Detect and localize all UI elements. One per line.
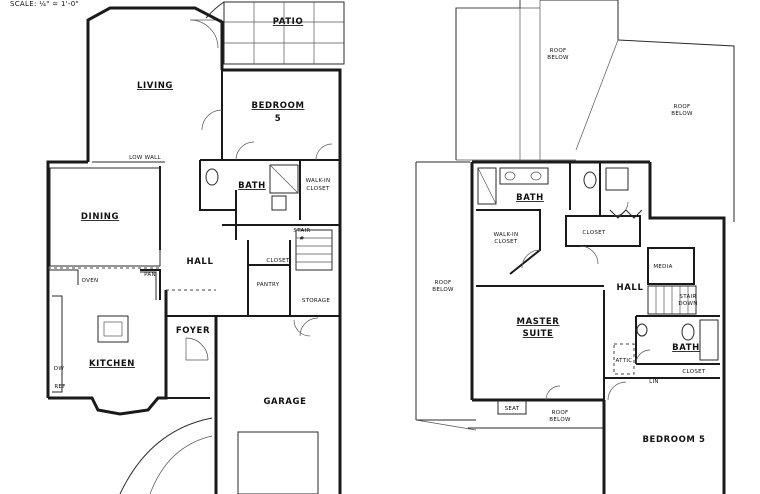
stair-number: # — [300, 236, 305, 242]
scale-note: SCALE: ¼" = 1'-0" — [10, 0, 79, 8]
roof-below-left-1: ROOF — [435, 280, 452, 286]
low-wall-label: LOW WALL — [129, 155, 161, 161]
patio-label: PATIO — [273, 17, 304, 27]
bedroom-number: 5 — [275, 114, 282, 124]
walk-in-closet-label-2: CLOSET — [306, 186, 330, 192]
roof-below-right-1: ROOF — [674, 104, 691, 110]
walk-in-label-2: CLOSET — [494, 239, 518, 245]
master-label: MASTER — [517, 317, 560, 327]
closet-label-3: CLOSET — [682, 369, 706, 375]
sink-icon — [271, 195, 287, 211]
patio-area — [192, 1, 345, 65]
roof-below-bottom-1: ROOF — [552, 410, 569, 416]
closet-label: CLOSET — [266, 258, 290, 264]
attic-label: ATTIC — [616, 358, 633, 364]
bath-label: BATH — [238, 181, 266, 191]
lin-label: LIN — [649, 379, 659, 385]
kitchen-island — [97, 315, 129, 343]
media-label: MEDIA — [653, 264, 672, 270]
stair-label: STAIR — [293, 228, 310, 234]
oven-label: OVEN — [82, 278, 99, 284]
vanity-icon — [499, 167, 549, 185]
shower-icon-2 — [605, 167, 629, 191]
pantry-label: PANTRY — [257, 282, 280, 288]
roof-below-top-2: BELOW — [547, 55, 569, 61]
dw-label: DW — [54, 366, 65, 372]
garage-car-space — [237, 431, 319, 494]
storage-label: STORAGE — [302, 298, 331, 304]
closet-label-2: CLOSET — [582, 230, 606, 236]
bath-label-3: BATH — [672, 343, 700, 353]
roof-below-right-2: BELOW — [671, 111, 693, 117]
garage-label: GARAGE — [263, 397, 306, 407]
hall-label-2: HALL — [617, 283, 644, 293]
second-floor-plan: ROOF BELOW ROOF BELOW ROOF BELOW ROOF BE… — [415, 0, 735, 494]
seat-label: SEAT — [505, 406, 520, 412]
first-floor-walls — [46, 6, 342, 494]
stair-down-icon — [647, 285, 697, 315]
stair-label-2: STAIR — [679, 294, 696, 300]
bathtub-icon — [477, 167, 497, 205]
stair-down-label: DOWN — [678, 301, 697, 307]
second-floor-walls — [470, 160, 726, 494]
roof-outlines — [415, 0, 735, 431]
roof-below-left-2: BELOW — [432, 287, 454, 293]
tub-icon-2 — [699, 319, 719, 361]
ref-label: REF — [54, 384, 65, 390]
walk-in-closet-label-1: WALK-IN — [306, 178, 331, 184]
roof-below-top-1: ROOF — [550, 48, 567, 54]
bedroom-label: BEDROOM — [252, 101, 305, 111]
toilet-icon-3 — [681, 323, 695, 341]
stair-icon — [295, 229, 333, 271]
bath-label-2: BATH — [516, 193, 544, 203]
kitchen-label: KITCHEN — [89, 359, 135, 369]
foyer-label: FOYER — [176, 326, 210, 336]
toilet-icon — [205, 168, 219, 186]
living-label: LIVING — [137, 81, 173, 91]
attic-access — [613, 343, 635, 375]
dining-label: DINING — [81, 212, 119, 222]
suite-label: SUITE — [523, 329, 554, 339]
first-floor-plan: PATIO LIVING BEDROOM 5 LOW WALL BATH WAL… — [46, 1, 345, 494]
bedroom-5-label: BEDROOM 5 — [642, 435, 705, 445]
hall-label: HALL — [187, 257, 214, 267]
toilet-icon-2 — [583, 171, 597, 189]
shower-icon — [269, 164, 299, 194]
walk-in-label-1: WALK-IN — [494, 232, 519, 238]
pan-label: PAN — [144, 272, 156, 278]
roof-below-bottom-2: BELOW — [549, 417, 571, 423]
sink-icon-2 — [636, 323, 648, 337]
